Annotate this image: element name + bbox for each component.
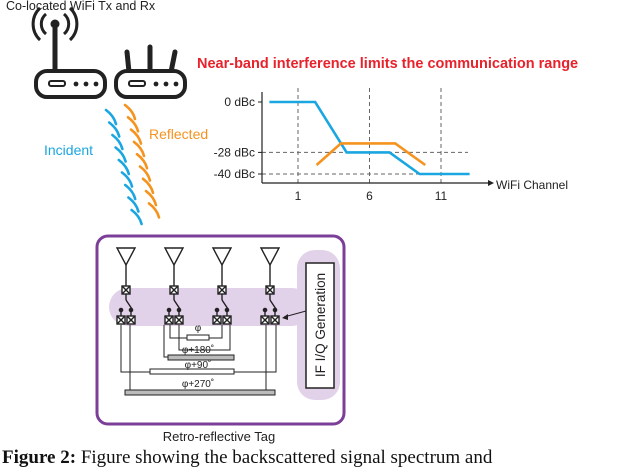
phase-phi-90: φ+90˚ [185, 359, 212, 371]
caption-text: Figure showing the backscattered signal … [76, 447, 493, 468]
incident-arc [114, 146, 127, 163]
incident-arc [111, 133, 124, 151]
antenna-unit [211, 247, 233, 325]
reflected-arc [141, 177, 155, 195]
antenna-unit [163, 247, 185, 325]
incident-spectrum-line [269, 100, 470, 176]
reflected-arc [147, 202, 161, 219]
if-iq-label: IF I/Q Generation [313, 273, 328, 377]
incident-arc [127, 196, 140, 213]
reflected-wave-arcs [123, 103, 161, 219]
reflected-arc [126, 116, 140, 133]
caption-figure-number: Figure 2: [2, 447, 77, 468]
x-axis-arrow [488, 180, 494, 186]
y-tick-label: -28 dBc [214, 145, 255, 159]
reflected-label: Reflected [149, 126, 208, 142]
tx-router-icon [31, 6, 107, 99]
incident-arc [117, 158, 131, 176]
incident-label: Incident [44, 142, 93, 158]
x-tick-label: 6 [366, 189, 373, 203]
phase-phi-180: φ+180˚ [182, 344, 214, 356]
reflected-arc [135, 152, 149, 170]
incident-arc [123, 183, 137, 201]
reflected-arc [138, 165, 152, 182]
phase-lines [120, 325, 277, 396]
tag-box: IF I/Q Generation Retro-reflective Tag [95, 234, 346, 444]
rx-router-icon [114, 44, 187, 99]
y-tick-label: 0 dBc [224, 95, 255, 109]
incident-arc [130, 208, 143, 226]
x-axis-label: WiFi Channel [496, 178, 568, 192]
phase-phi-270: φ+270˚ [182, 378, 214, 390]
y-tick-label: -40 dBc [214, 167, 255, 181]
tag-label: Retro-reflective Tag [163, 429, 275, 444]
reflected-arc [129, 128, 143, 145]
phase-phi: φ [195, 323, 202, 334]
antenna-unit [115, 247, 137, 325]
incident-arc [107, 121, 121, 138]
x-tick-label: 1 [295, 189, 302, 203]
headline: Near-band interference limits the commun… [197, 56, 578, 72]
incident-wave-arcs [104, 108, 143, 226]
reflected-arc [123, 103, 137, 121]
antenna-array [115, 247, 281, 325]
incident-arc [104, 108, 118, 126]
spectrum-chart: WiFi Channel 0 dBc -28 dBc -40 dBc 1 6 11 [214, 88, 568, 203]
if-iq-block [305, 262, 335, 389]
figure-caption: Figure 2: Figure showing the backscatter… [2, 447, 640, 469]
reflected-arc [132, 140, 146, 158]
reflected-arc [144, 189, 158, 207]
colocated-label: Co-located WiFi Tx and Rx [6, 0, 156, 13]
reflected-spectrum-line [315, 142, 427, 167]
incident-arc [120, 171, 134, 188]
x-tick-label: 11 [435, 189, 448, 203]
antenna-unit [259, 247, 281, 325]
